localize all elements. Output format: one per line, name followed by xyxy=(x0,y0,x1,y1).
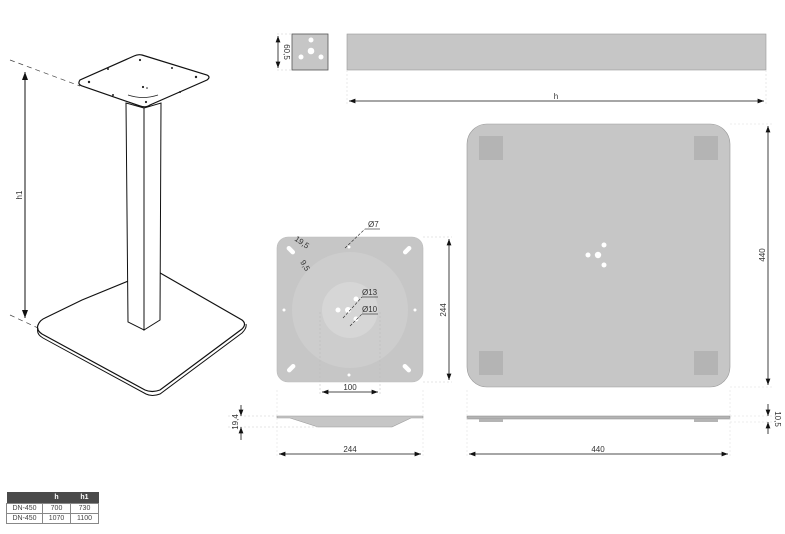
cell-model: DN-450 xyxy=(6,503,43,514)
base-plate-iso xyxy=(36,269,246,393)
top-plate-arc xyxy=(127,94,159,98)
bolt-spacing-label: 100 xyxy=(343,383,357,392)
section-dimension-label: 60,5 xyxy=(282,44,291,60)
isometric-stand-view: h1 xyxy=(9,54,247,396)
column-left-face xyxy=(125,102,145,331)
top-plate-thickness-label: 19,4 xyxy=(231,414,240,430)
base-plate-pads xyxy=(479,136,718,375)
cell-h1: 1100 xyxy=(70,513,99,524)
top-plate-view: Ø7 19,5 9,5 Ø13 Ø10 100 244 19,4 244 xyxy=(228,220,452,457)
base-plate-width-label: 440 xyxy=(591,445,605,454)
hole-diameter-13-label: Ø13 xyxy=(362,288,378,297)
top-plate-height-label: 244 xyxy=(439,303,448,317)
spec-table: h h1 DN-450 700 730 DN-450 1070 1100 xyxy=(6,492,99,524)
h1-label: h1 xyxy=(15,190,24,199)
spec-table-header: h h1 xyxy=(6,492,99,504)
cell-h: 1070 xyxy=(42,513,71,524)
top-plate-side-profile xyxy=(276,415,424,428)
top-plate-holes xyxy=(87,58,198,104)
column-length-bar xyxy=(346,33,767,71)
top-plate-slots xyxy=(286,245,412,373)
top-plate-iso xyxy=(78,54,210,108)
h1-extension-top xyxy=(9,59,81,87)
cell-h: 700 xyxy=(42,503,71,514)
top-plate-width-label: 244 xyxy=(343,445,357,454)
base-plate-edge xyxy=(37,323,247,396)
top-plate-holes xyxy=(282,245,417,377)
length-label: h xyxy=(554,92,558,101)
header-h1: h1 xyxy=(70,492,99,504)
header-h: h xyxy=(42,492,71,504)
cell-model: DN-450 xyxy=(6,513,43,524)
base-plate-holes xyxy=(585,242,607,268)
base-plate-side-profile xyxy=(466,415,731,420)
base-plate-view: 440 10,5 440 xyxy=(466,123,782,457)
column-right-face xyxy=(143,102,162,331)
cell-h1: 730 xyxy=(70,503,99,514)
column-profile-view: 60,5 h xyxy=(275,33,767,104)
h1-extension-bottom xyxy=(9,314,39,329)
base-plate-height-label: 440 xyxy=(758,248,767,262)
table-row: DN-450 1070 1100 xyxy=(6,513,99,524)
header-model xyxy=(6,492,43,504)
base-plate-thickness-label: 10,5 xyxy=(773,411,782,427)
column-section-holes xyxy=(298,37,324,60)
table-row: DN-450 700 730 xyxy=(6,503,99,514)
hole-diameter-7-label: Ø7 xyxy=(368,220,379,229)
hole-diameter-10-label: Ø10 xyxy=(362,305,378,314)
